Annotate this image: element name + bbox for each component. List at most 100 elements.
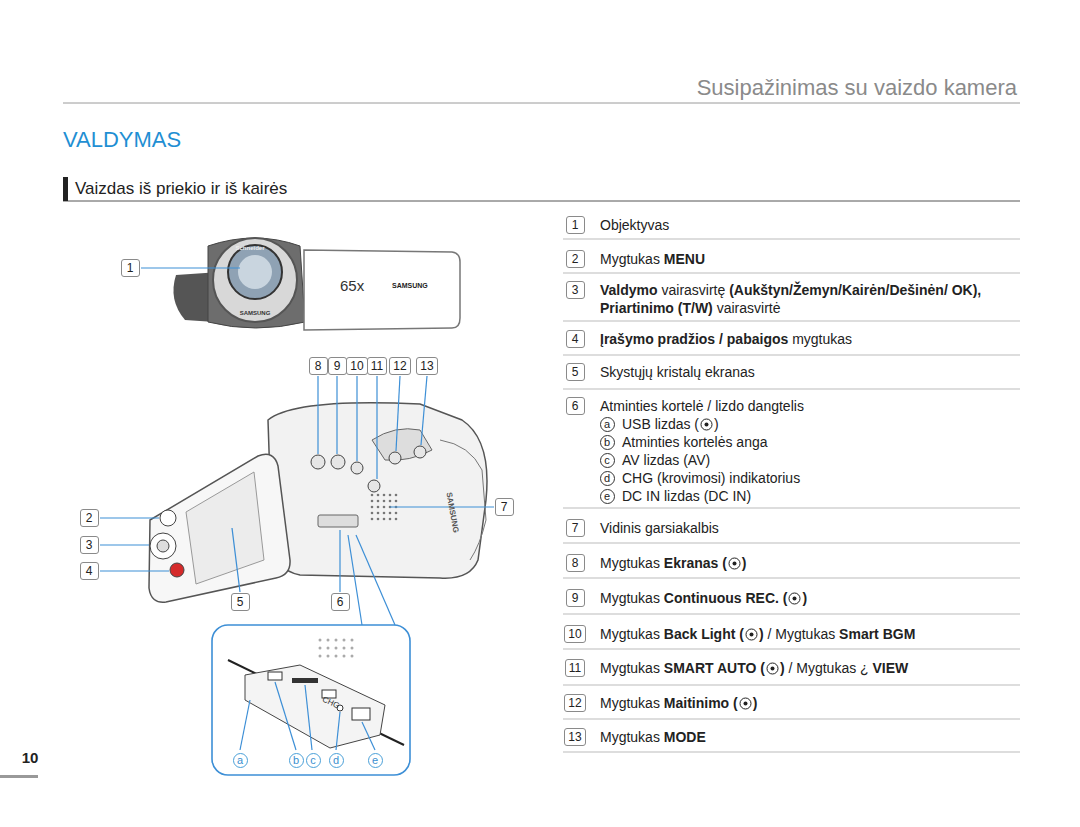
callout-text: 13 <box>420 359 433 373</box>
description-text: Mygtukas <box>600 626 660 642</box>
description-text: / Mygtukas ¿ <box>788 660 868 676</box>
section-rule <box>63 201 1020 202</box>
description-text: Mygtukas <box>600 251 660 267</box>
callout-text: 10 <box>350 359 363 373</box>
text-label: Atminties kortelė / lizdo dangtelis <box>600 398 804 414</box>
callout-text: 11 <box>569 661 581 675</box>
control-name: Continuous REC. () <box>664 590 807 606</box>
callout-letter: d <box>329 753 344 768</box>
description-text: Mygtukas <box>600 660 660 676</box>
control-name: Įrašymo pradžios / pabaigos <box>600 331 788 347</box>
button-icon <box>745 628 758 641</box>
text-label: CHG (krovimosi) indikatorius <box>622 470 800 486</box>
callout-number: 5 <box>566 363 585 381</box>
callout-text: 3 <box>572 283 579 297</box>
list-row: Mygtukas MODE <box>600 728 1018 746</box>
callout-text: b <box>604 436 610 448</box>
callout-number: 10 <box>564 625 585 643</box>
list-row: Mygtukas Back Light () / Mygtukas Smart … <box>600 625 1018 643</box>
description-text: Mygtukas <box>600 555 660 571</box>
callout-text: 2 <box>86 511 93 525</box>
callout-text: b <box>293 754 299 766</box>
text-part: ) <box>780 660 785 676</box>
callout-number: 1 <box>566 216 585 234</box>
list-row: Valdymo vairasvirtę (Aukštyn/Žemyn/Kairė… <box>600 281 1020 317</box>
callout-number: 7 <box>495 498 514 516</box>
callout-number: 3 <box>80 536 99 554</box>
device-marking: SAMSUNG <box>392 282 428 289</box>
button-icon <box>739 697 752 710</box>
callout-number: 8 <box>309 357 328 375</box>
text-part: ) <box>759 626 764 642</box>
control-name: Maitinimo () <box>664 695 758 711</box>
list-row: Mygtukas SMART AUTO () / Mygtukas ¿ VIEW <box>600 659 1018 677</box>
callout-letter: c <box>600 453 615 468</box>
callout-text: 9 <box>572 591 579 605</box>
text-label: AV lizdas (AV) <box>622 452 710 468</box>
control-name: Ekranas () <box>664 555 747 571</box>
button-icon <box>700 418 713 431</box>
callout-letter: a <box>233 753 248 768</box>
text-label: Susipažinimas su vaizdo kamera <box>697 75 1017 101</box>
callout-letter: d <box>600 471 615 486</box>
callout-text: 7 <box>501 500 508 514</box>
callout-text: 6 <box>572 399 579 413</box>
callout-text: e <box>604 490 610 502</box>
callout-text: 1 <box>127 261 134 275</box>
callout-letter: e <box>368 753 383 768</box>
callout-number: 6 <box>566 397 585 415</box>
text-part: ) <box>714 416 719 432</box>
list-row: Mygtukas Maitinimo () <box>600 694 1018 712</box>
control-name: (Aukštyn/Žemyn/Kairėn/Dešinėn/ OK), Pria… <box>600 282 981 316</box>
list-row: Objektyvas <box>600 216 1018 234</box>
callout-text: c <box>604 454 610 466</box>
text-label: Atminties kortelės anga <box>622 434 768 450</box>
list-row: Mygtukas Ekranas () <box>600 554 1018 572</box>
callout-text: 5 <box>237 595 244 609</box>
callout-text: 6 <box>337 595 344 609</box>
control-name: Back Light () <box>664 626 764 642</box>
device-marking: Schneider <box>235 245 264 251</box>
callout-number: 2 <box>80 509 99 527</box>
row-rules <box>563 239 1020 752</box>
callout-text: e <box>372 754 378 766</box>
control-name: MODE <box>664 729 706 745</box>
callout-text: 9 <box>334 359 341 373</box>
header-rule <box>63 103 1020 104</box>
button-icon <box>766 662 779 675</box>
text-part: ) <box>753 695 758 711</box>
description-text: / Mygtukas <box>768 626 836 642</box>
text-part: Back Light ( <box>664 626 744 642</box>
text-part: USB lizdas ( <box>622 416 699 432</box>
callout-text: 11 <box>371 359 383 373</box>
callout-letter: c <box>306 753 321 768</box>
callout-text: 3 <box>86 538 93 552</box>
callout-number: 12 <box>564 694 585 712</box>
description-text: Skystųjų kristalų ekranas <box>600 364 755 380</box>
callout-letter: e <box>600 489 615 504</box>
text-label: USB lizdas () <box>622 416 719 432</box>
control-name: Smart BGM <box>839 626 915 642</box>
callout-text: 8 <box>315 359 322 373</box>
page-title: VALDYMAS <box>63 127 181 153</box>
callout-text: 4 <box>86 564 93 578</box>
callout-number: 9 <box>328 357 347 375</box>
control-name: MENU <box>664 251 705 267</box>
list-row: Įrašymo pradžios / pabaigos mygtukas <box>600 330 1018 348</box>
callout-text: d <box>604 472 610 484</box>
callout-text: a <box>237 754 243 766</box>
text-label: Vaizdas iš priekio ir iš kairės <box>75 179 287 199</box>
control-name: SMART AUTO () <box>664 660 785 676</box>
callout-number: 2 <box>566 250 585 268</box>
callout-number: 3 <box>566 281 585 299</box>
callout-number: 13 <box>564 728 585 746</box>
text-label: DC IN lizdas (DC IN) <box>622 488 751 504</box>
text-part: SMART AUTO ( <box>664 660 765 676</box>
list-row: Mygtukas Continuous REC. () <box>600 589 1018 607</box>
callout-number: 4 <box>80 562 99 580</box>
text-part: Ekranas ( <box>664 555 727 571</box>
callout-text: c <box>310 754 316 766</box>
callout-text: 12 <box>393 359 406 373</box>
callout-text: 5 <box>572 365 579 379</box>
description-text: vairasvirtę <box>661 282 725 298</box>
